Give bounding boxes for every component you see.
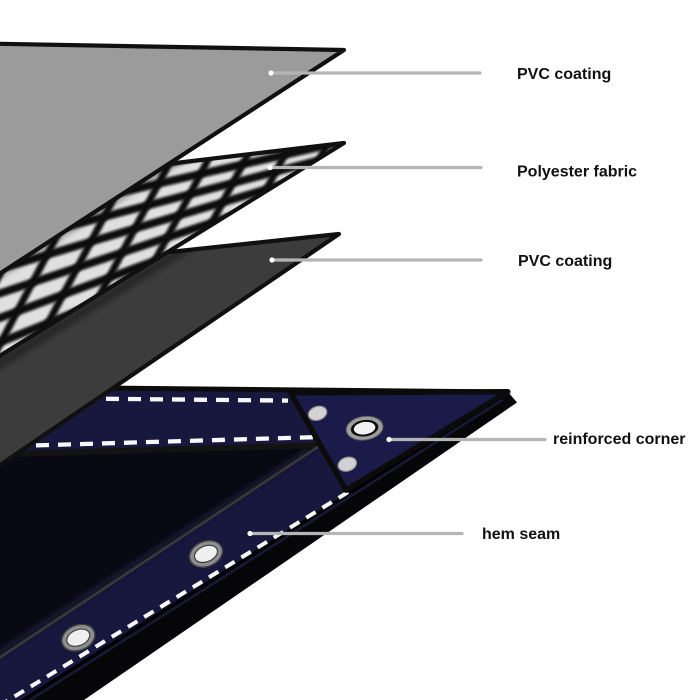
svg-text:hem seam: hem seam	[482, 526, 560, 543]
svg-text:reinforced corner: reinforced corner	[553, 431, 685, 448]
svg-text:PVC coating: PVC coating	[518, 253, 612, 270]
svg-text:Polyester fabric: Polyester fabric	[517, 163, 637, 180]
svg-text:PVC coating: PVC coating	[517, 66, 611, 83]
